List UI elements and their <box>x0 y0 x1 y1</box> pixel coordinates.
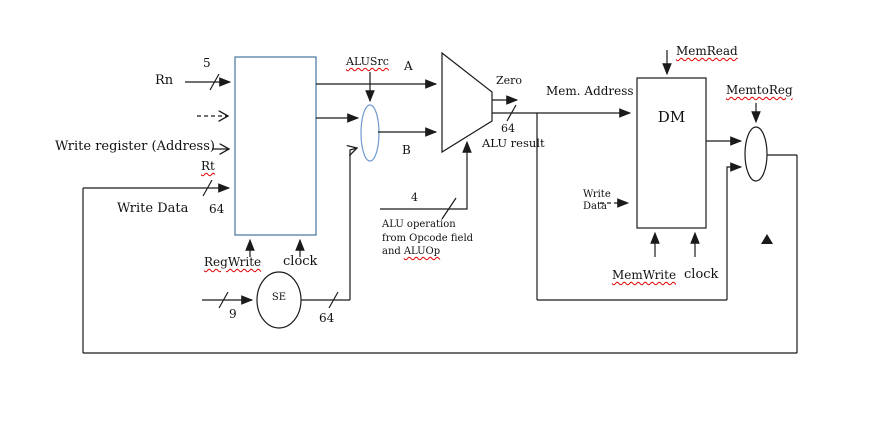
rt-label: Rt <box>201 159 215 173</box>
memwrite-label: MemWrite <box>612 268 677 282</box>
write-register-label: Write register (Address) <box>55 139 215 154</box>
wire-branch-to-mux2 <box>726 162 743 300</box>
dm-label: DM <box>657 108 686 126</box>
alu-op-note-line2: from Opcode field <box>382 233 474 244</box>
rn-label: Rn <box>155 73 174 88</box>
data-memory-box <box>636 77 707 229</box>
mem-address-label: Mem. Address <box>546 84 634 98</box>
memread-label: MemRead <box>676 44 738 58</box>
wire-alu-op <box>380 140 472 210</box>
se-input-width-label: 9 <box>229 307 237 321</box>
se-output-width-label: 64 <box>319 311 335 325</box>
width-slash-write-data <box>202 179 213 197</box>
regwrite-label: RegWrite <box>204 255 262 269</box>
alu-op-width-label: 4 <box>411 191 418 204</box>
register-file-box <box>234 56 317 236</box>
width-slash-alu-result <box>506 104 517 122</box>
aluop-word: ALUOp <box>403 246 441 257</box>
regfile-clock-label: clock <box>283 254 318 269</box>
write-data-width-label: 64 <box>209 202 225 216</box>
up-triangle-marker <box>761 234 773 244</box>
alusrc-mux <box>360 104 380 162</box>
dm-data-label: Data <box>583 201 607 212</box>
dm-write-label: Write <box>583 189 611 200</box>
alu-input-a-label: A <box>404 59 413 73</box>
alu-shape <box>441 51 493 154</box>
sign-extend-label: SE <box>271 292 287 303</box>
width-slash-rn <box>209 73 220 91</box>
alu-op-note-line1: ALU operation <box>382 219 456 230</box>
alu-op-note-line3-prefix: and <box>382 246 401 257</box>
dm-clock-label: clock <box>684 267 719 282</box>
zero-label: Zero <box>496 74 523 87</box>
width-slash-alu-op <box>441 197 457 220</box>
rn-width-label: 5 <box>203 56 211 70</box>
width-slash-se-in <box>218 291 229 309</box>
wire-se-to-mux1 <box>350 148 357 300</box>
memtoreg-mux <box>744 126 768 182</box>
alu-input-b-label: B <box>402 143 411 157</box>
alu-result-label: ALU result <box>482 136 545 150</box>
width-slash-se-out <box>328 291 339 309</box>
alusrc-label: ALUSrc <box>346 55 389 68</box>
alu-result-width-label: 64 <box>501 122 515 135</box>
memtoreg-label: MemtoReg <box>726 83 793 97</box>
write-data-label: Write Data <box>117 201 189 216</box>
